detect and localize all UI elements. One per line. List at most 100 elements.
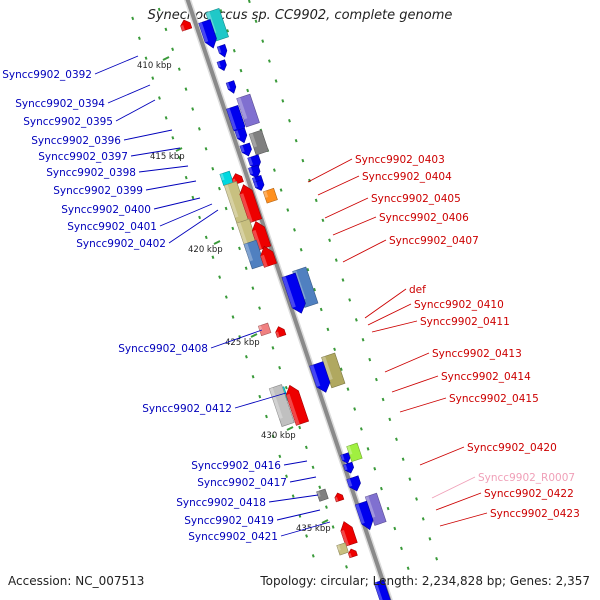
forward-gene-label-leader [289,476,317,483]
feature-body [239,142,252,157]
reverse-feature [260,245,278,268]
tick-mark [379,486,383,491]
tick-mark [294,138,298,143]
tick-mark [318,485,322,489]
tick-mark [281,99,285,103]
tick-mark [191,195,195,200]
tick-mark [231,315,235,319]
feature-highlight [343,464,348,471]
reverse-gene-label: Syncc9902_0422 [484,488,574,500]
feature-highlight [252,229,262,251]
reverse-gene-label: Syncc9902_0423 [490,508,580,520]
tick-mark [406,566,410,571]
tick-mark [381,397,385,402]
feature-body [198,19,217,49]
tick-mark [258,394,262,399]
tick-mark [348,298,352,302]
tick-mark [288,119,291,123]
feature-highlight [275,331,280,338]
feature-highlight [239,145,245,153]
tick-mark [284,385,288,390]
tick-mark [345,565,348,569]
forward-feature [354,500,374,531]
forward-gene-label: Syncc9902_0394 [15,98,105,110]
reverse-feature [334,492,345,503]
tick-mark [184,87,188,91]
feature-highlight [253,181,258,188]
tick-mark [226,29,230,33]
feature-highlight [346,478,353,487]
feature-highlight [226,82,231,90]
forward-gene-label-leader [107,84,151,104]
feature-body [340,452,351,464]
tick-mark [386,506,390,511]
tick-mark [211,166,215,171]
feature-highlight [374,582,384,600]
reverse-gene-label-leader [317,175,360,196]
tick-mark [265,414,268,419]
feature-highlight [340,530,350,547]
tick-mark [271,434,275,439]
feature-highlight [239,193,253,223]
forward-feature [346,442,363,463]
feature-body [234,127,248,144]
feature-highlight [247,157,254,166]
feature-body [309,361,331,393]
tick-lanes [131,0,439,571]
reverse-gene-label-leader [332,216,377,236]
forward-gene-label: Syncc9902_0419 [184,515,274,527]
feature-highlight [217,61,221,68]
forward-feature [262,187,278,204]
feature-highlight [316,491,321,498]
feature-body [373,579,391,600]
tick-mark [421,517,425,521]
forward-feature [198,19,217,49]
reverse-gene-label-leader [342,239,387,263]
forward-gene-label-leader [130,147,181,157]
feature-highlight [260,254,268,268]
tick-mark [314,198,318,203]
tick-mark [244,355,248,359]
feature-body [253,179,265,191]
tick-mark [171,47,175,52]
feature-highlight [243,243,254,262]
forward-feature [281,272,306,314]
tick-mark [279,188,283,192]
reverse-gene-label-leader [324,197,369,219]
reverse-feature [348,548,358,559]
feature-body [316,488,329,502]
tick-mark [164,116,168,120]
kbp-tick [286,426,294,431]
feature-highlight [365,495,376,518]
forward-feature [346,475,361,492]
forward-feature [340,452,351,464]
tick-mark [278,366,282,370]
reverse-feature [275,326,287,338]
forward-gene-label: Syncc9902_0396 [31,135,121,147]
tick-mark [366,447,370,451]
reverse-gene-label-leader [431,476,476,499]
tick-mark [258,306,261,310]
feature-body [343,461,355,474]
feature-highlight [263,190,269,199]
reverse-gene-label: Syncc9902_0411 [420,316,510,328]
feature-highlight [217,46,222,54]
tick-mark [254,19,258,23]
forward-feature [248,164,261,179]
tick-mark [325,505,328,509]
reverse-gene-label-leader [435,492,482,511]
tick-mark [204,235,208,240]
reverse-gene-label: Syncc9902_0413 [432,348,522,360]
forward-gene-label: Syncc9902_0395 [23,116,113,128]
tick-mark [137,36,141,41]
kbp-marker: 435 kbp [296,524,331,534]
tick-mark [311,465,315,470]
map-title: Synechococcus sp. CC9902, complete genom… [147,8,453,23]
feature-body [216,44,228,58]
tick-mark [368,357,372,362]
tick-mark [435,556,439,561]
tick-mark [361,338,365,342]
forward-gene-label: Syncc9902_0418 [176,497,266,509]
reverse-gene-label-leader [364,288,407,319]
reverse-gene-label-leader [307,158,353,183]
